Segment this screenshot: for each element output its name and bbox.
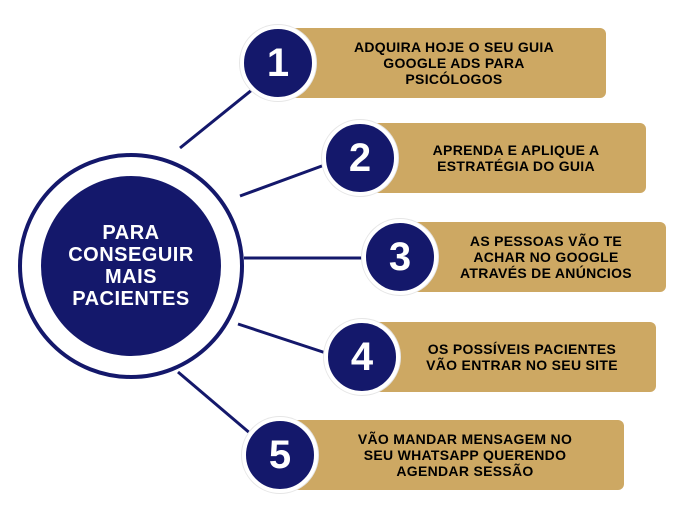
step-text-3: AS PESSOAS VÃO TE ACHAR NO GOOGLE ATRAVÉ… bbox=[460, 233, 632, 281]
step-badge-1: 1 bbox=[240, 25, 316, 101]
step-number-2: 2 bbox=[348, 136, 372, 180]
connector-line-4 bbox=[237, 322, 333, 357]
step-number-4: 4 bbox=[350, 335, 374, 379]
step-card-5: VÃO MANDAR MENSAGEM NO SEU WHATSAPP QUER… bbox=[276, 420, 624, 490]
step-badge-3: 3 bbox=[362, 219, 438, 295]
step-text-2: APRENDA E APLIQUE A ESTRATÉGIA DO GUIA bbox=[432, 142, 600, 174]
center-circle: PARA CONSEGUIR MAIS PACIENTES bbox=[41, 176, 221, 356]
step-number-1: 1 bbox=[266, 41, 290, 85]
connector-line-2 bbox=[239, 161, 331, 198]
step-number-3: 3 bbox=[388, 235, 412, 279]
step-text-4: OS POSSÍVEIS PACIENTES VÃO ENTRAR NO SEU… bbox=[426, 341, 618, 373]
step-text-5: VÃO MANDAR MENSAGEM NO SEU WHATSAPP QUER… bbox=[357, 431, 573, 479]
step-badge-5: 5 bbox=[242, 417, 318, 493]
connector-line-1 bbox=[179, 83, 259, 150]
step-card-1: ADQUIRA HOJE O SEU GUIA GOOGLE ADS PARA … bbox=[272, 28, 606, 98]
center-title: PARA CONSEGUIR MAIS PACIENTES bbox=[68, 222, 194, 310]
step-badge-2: 2 bbox=[322, 120, 398, 196]
step-card-4: OS POSSÍVEIS PACIENTES VÃO ENTRAR NO SEU… bbox=[358, 322, 656, 392]
step-badge-4: 4 bbox=[324, 319, 400, 395]
step-text-1: ADQUIRA HOJE O SEU GUIA GOOGLE ADS PARA … bbox=[353, 39, 555, 87]
step-card-2: APRENDA E APLIQUE A ESTRATÉGIA DO GUIA bbox=[356, 123, 646, 193]
connector-line-5 bbox=[177, 370, 259, 442]
step-number-5: 5 bbox=[268, 433, 292, 477]
step-card-3: AS PESSOAS VÃO TE ACHAR NO GOOGLE ATRAVÉ… bbox=[396, 222, 666, 292]
